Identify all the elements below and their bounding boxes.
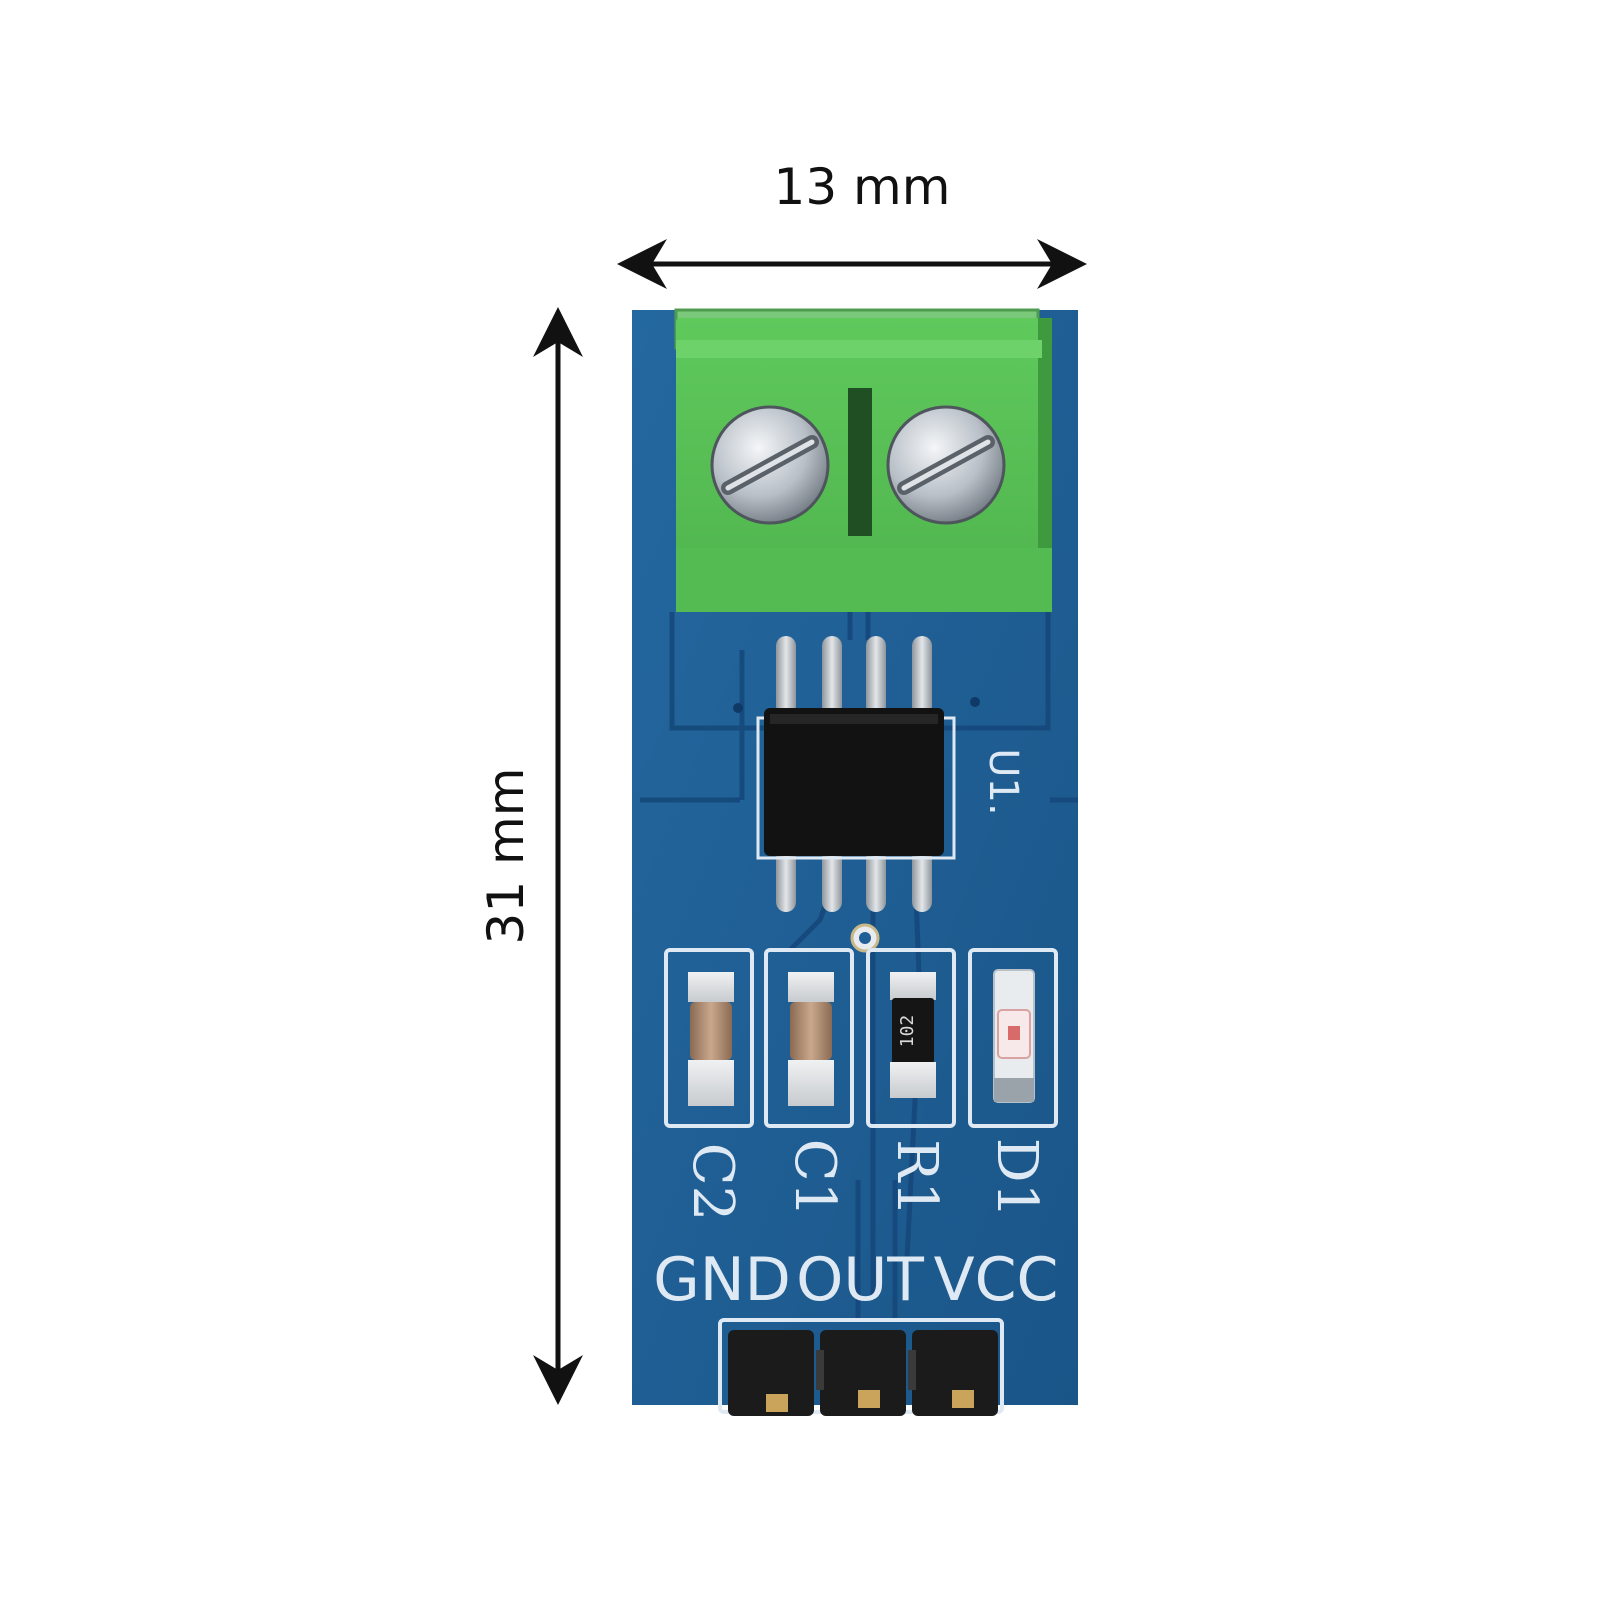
pin-label-out: OUT xyxy=(796,1245,924,1315)
screw-right xyxy=(886,405,1006,525)
header-pin-out xyxy=(820,1330,906,1416)
header-pin-vcc xyxy=(912,1330,998,1416)
pin-label-gnd: GND xyxy=(653,1245,791,1315)
terminal-lower-lip xyxy=(676,548,1052,612)
label-c2: C2 xyxy=(680,1143,745,1221)
via xyxy=(970,697,980,707)
terminal-ridge xyxy=(676,340,1042,358)
terminal-divider xyxy=(848,388,872,536)
led-d1 xyxy=(993,969,1035,1103)
width-label: 13 mm xyxy=(774,158,951,216)
chip-label: U1. xyxy=(980,748,1026,815)
label-d1: D1 xyxy=(984,1138,1049,1219)
screw-left xyxy=(710,405,830,525)
width-dimension: 13 mm xyxy=(617,158,1087,289)
via xyxy=(733,703,743,713)
pin-label-vcc: VCC xyxy=(934,1245,1059,1315)
resistor-r1: 102 xyxy=(890,972,936,1098)
height-dimension: 31 mm xyxy=(477,307,583,1405)
resistor-marking: 102 xyxy=(897,1015,918,1048)
terminal-side xyxy=(1038,318,1052,588)
chip-pins-top xyxy=(776,636,932,716)
capacitor-c2 xyxy=(688,972,734,1106)
component-labels: C2 C1 R1 D1 xyxy=(680,1138,1049,1222)
chip-body xyxy=(764,708,944,856)
label-r1: R1 xyxy=(884,1139,949,1217)
label-c1: C1 xyxy=(782,1139,847,1217)
chip-u1: U1. xyxy=(756,636,1026,953)
pin-labels: GND OUT VCC xyxy=(653,1245,1058,1315)
header-pin-gnd xyxy=(728,1330,814,1416)
component-footprints xyxy=(664,948,1058,1128)
screw-terminal xyxy=(674,308,1052,612)
height-label: 31 mm xyxy=(477,768,535,945)
header-connector xyxy=(718,1318,1004,1416)
capacitor-c1 xyxy=(788,972,834,1106)
